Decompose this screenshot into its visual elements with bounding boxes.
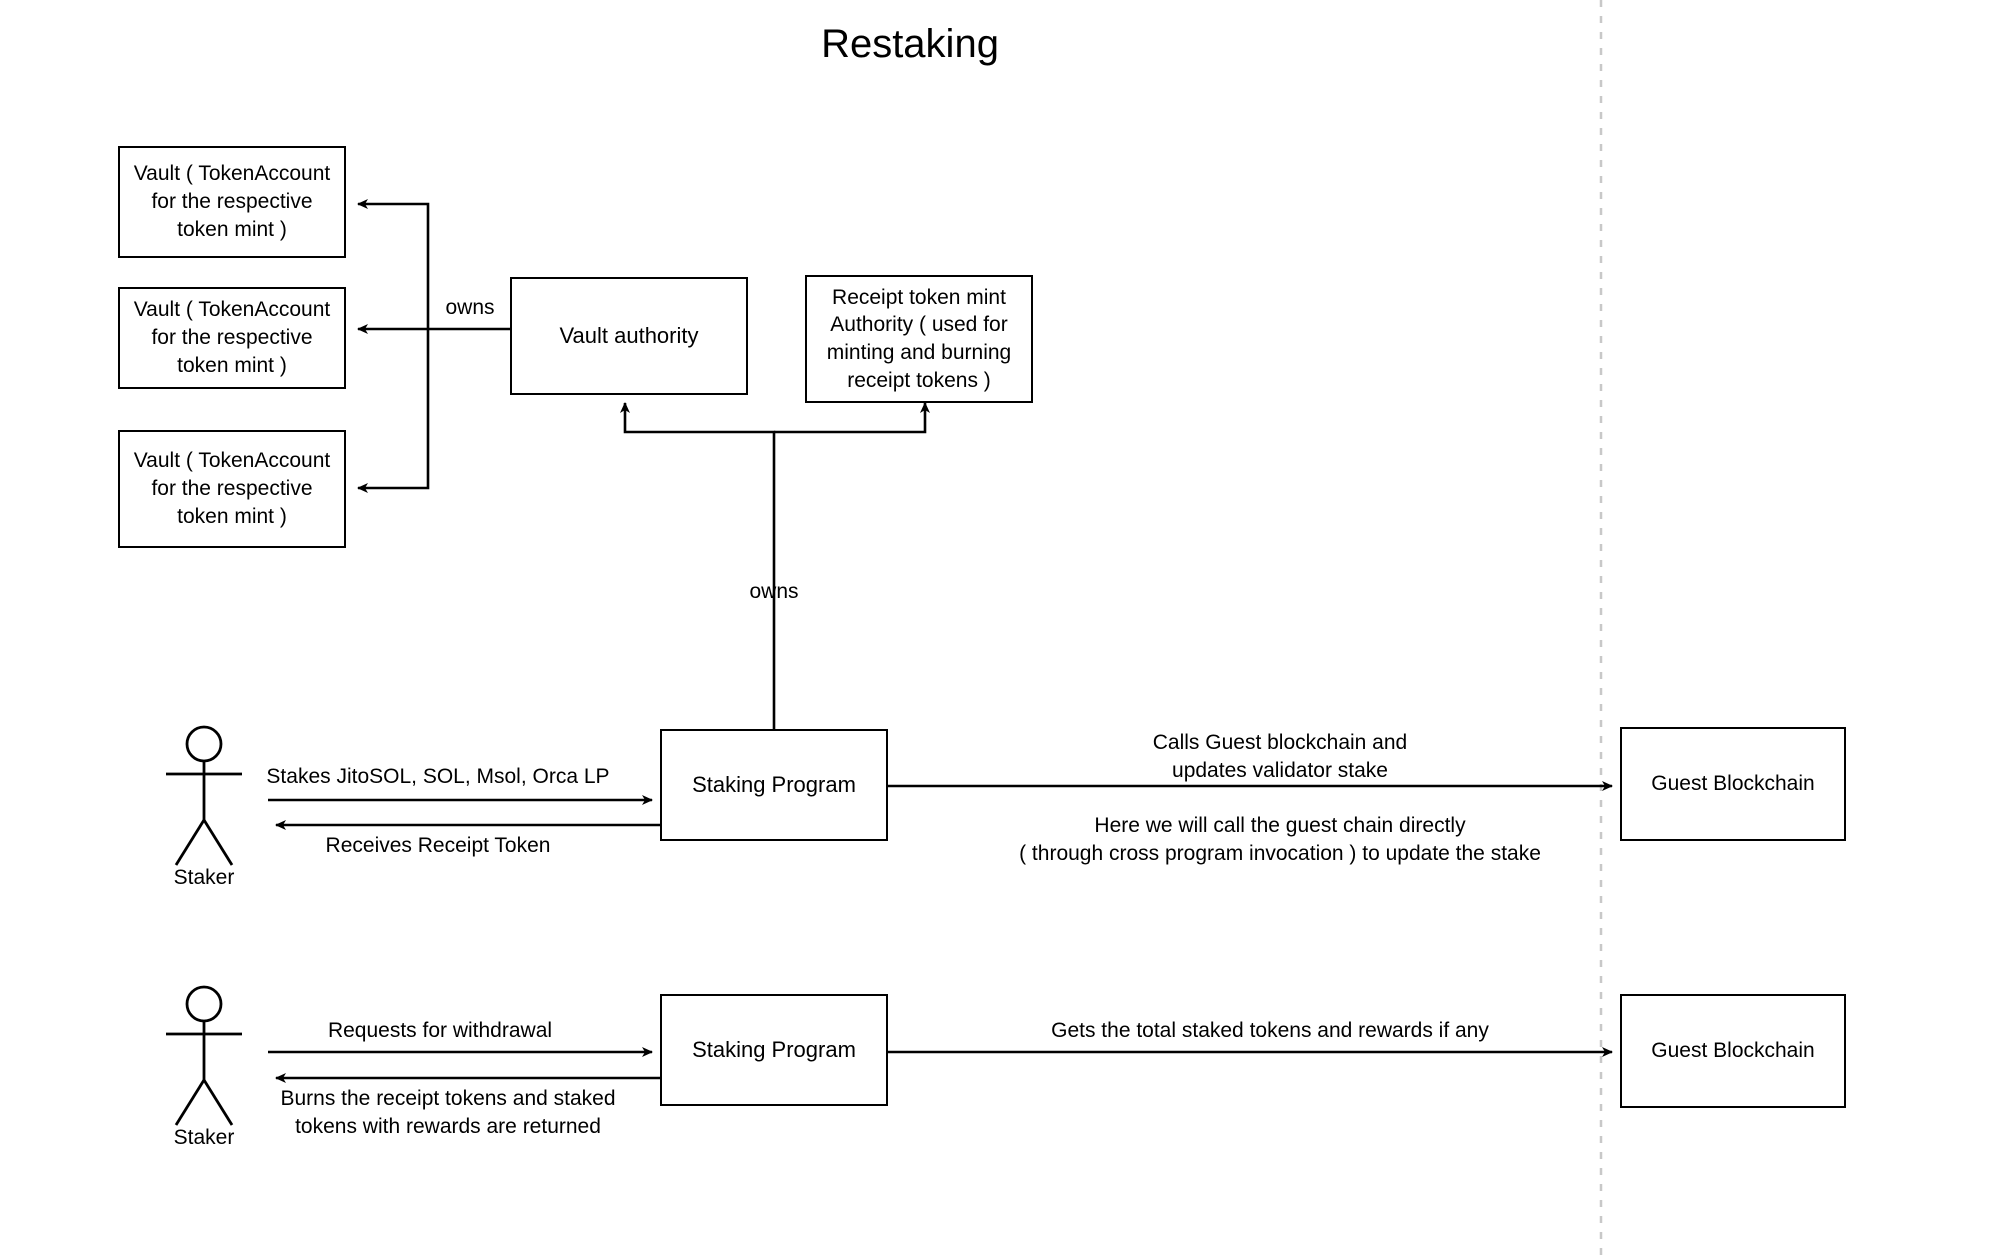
vault-box-3-label: Vault ( TokenAccount for the respective …	[133, 449, 331, 528]
vault-authority-label: Vault authority	[559, 323, 699, 349]
withdraw-request-label: Requests for withdrawal	[327, 1019, 553, 1042]
withdraw-response-label: Burns the receipt tokens and staked toke…	[280, 1087, 616, 1139]
stake-guest-note-label: Here we will call the guest chain direct…	[1019, 814, 1541, 866]
staker-label-1: Staker	[173, 866, 235, 889]
stake-request-label: Stakes JitoSOL, SOL, Msol, Orca LP	[266, 765, 610, 788]
vault-box-1-label: Vault ( TokenAccount for the respective …	[133, 162, 331, 241]
guest-blockchain-box-stake[interactable]: Guest Blockchain	[1620, 727, 1846, 841]
stake-response-label: Receives Receipt Token	[325, 834, 551, 857]
staker-figure-1	[166, 725, 242, 866]
guest-blockchain-withdraw-label: Guest Blockchain	[1651, 1039, 1815, 1063]
owns-label-authorities: owns	[749, 580, 799, 603]
vault-box-2[interactable]: Vault ( TokenAccount for the respective …	[118, 287, 346, 389]
page-title: Restaking	[821, 22, 999, 66]
staker-label-2: Staker	[173, 1126, 235, 1149]
guest-blockchain-stake-label: Guest Blockchain	[1651, 772, 1815, 796]
vault-authority-box[interactable]: Vault authority	[510, 277, 748, 395]
staking-program-box-stake[interactable]: Staking Program	[660, 729, 888, 841]
vault-box-3[interactable]: Vault ( TokenAccount for the respective …	[118, 430, 346, 548]
staking-program-stake-label: Staking Program	[692, 772, 856, 798]
receipt-authority-label: Receipt token mint Authority ( used for …	[826, 285, 1012, 392]
receipt-authority-box[interactable]: Receipt token mint Authority ( used for …	[805, 275, 1033, 403]
owns-label-vaults: owns	[445, 296, 495, 319]
vault-box-1[interactable]: Vault ( TokenAccount for the respective …	[118, 146, 346, 258]
vault-box-2-label: Vault ( TokenAccount for the respective …	[133, 298, 331, 377]
staking-program-withdraw-label: Staking Program	[692, 1037, 856, 1063]
staking-program-box-withdraw[interactable]: Staking Program	[660, 994, 888, 1106]
withdraw-guest-call-label: Gets the total staked tokens and rewards…	[1051, 1019, 1489, 1042]
staker-figure-2	[166, 985, 242, 1126]
stake-guest-call-label: Calls Guest blockchain and updates valid…	[1152, 731, 1408, 783]
guest-blockchain-box-withdraw[interactable]: Guest Blockchain	[1620, 994, 1846, 1108]
